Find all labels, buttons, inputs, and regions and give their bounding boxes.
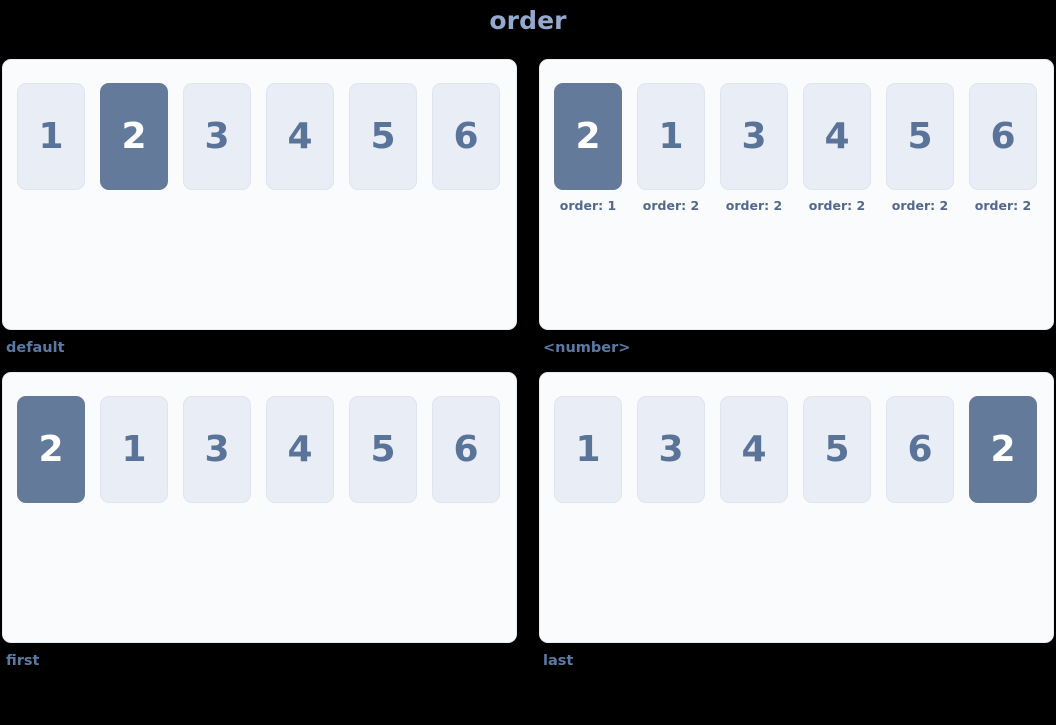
item-panel-default: 1 2 3 4 5 6 [2, 59, 517, 330]
item-wrapper: 5 [349, 396, 417, 503]
item-wrapper: 5 order: 2 [886, 83, 954, 213]
item-wrapper: 6 [432, 396, 500, 503]
item-wrapper: 3 [637, 396, 705, 503]
order-value-label: order: 1 [559, 198, 617, 213]
order-item[interactable]: 1 [100, 396, 168, 503]
order-item[interactable]: 3 [183, 396, 251, 503]
order-item[interactable]: 4 [266, 396, 334, 503]
order-item[interactable]: 5 [886, 83, 954, 190]
item-wrapper: 6 [886, 396, 954, 503]
order-value-label: order: 2 [725, 198, 783, 213]
order-item-active[interactable]: 2 [969, 396, 1037, 503]
order-item-active[interactable]: 2 [17, 396, 85, 503]
item-wrapper: 2 [100, 83, 168, 190]
item-wrapper: 6 [432, 83, 500, 190]
item-wrapper: 3 [183, 396, 251, 503]
item-panel-last: 1 3 4 5 6 2 [539, 372, 1054, 643]
item-wrapper: 3 [183, 83, 251, 190]
item-wrapper: 6 order: 2 [969, 83, 1037, 213]
demo-cell-default: 1 2 3 4 5 6 default [2, 59, 517, 372]
order-item[interactable]: 3 [183, 83, 251, 190]
order-value-label: order: 2 [808, 198, 866, 213]
order-item[interactable]: 1 [554, 396, 622, 503]
demo-cell-first: 2 1 3 4 5 6 first [2, 372, 517, 685]
demo-grid: 1 2 3 4 5 6 default 2 order: 1 [2, 59, 1054, 679]
item-wrapper: 4 [266, 83, 334, 190]
demo-cell-last: 1 3 4 5 6 2 last [539, 372, 1054, 685]
order-item[interactable]: 6 [886, 396, 954, 503]
order-item[interactable]: 4 [266, 83, 334, 190]
demo-cell-number: 2 order: 1 1 order: 2 3 order: 2 4 order… [539, 59, 1054, 372]
order-item[interactable]: 6 [969, 83, 1037, 190]
order-item[interactable]: 1 [17, 83, 85, 190]
order-item[interactable]: 5 [803, 396, 871, 503]
item-wrapper: 1 [100, 396, 168, 503]
order-item[interactable]: 4 [720, 396, 788, 503]
order-value-label: order: 2 [974, 198, 1032, 213]
order-item[interactable]: 3 [720, 83, 788, 190]
panel-caption-last: last [543, 653, 574, 669]
order-item-active[interactable]: 2 [554, 83, 622, 190]
item-wrapper: 3 order: 2 [720, 83, 788, 213]
order-item[interactable]: 6 [432, 83, 500, 190]
item-wrapper: 2 [17, 396, 85, 503]
order-value-label: order: 2 [891, 198, 949, 213]
item-wrapper: 4 [266, 396, 334, 503]
page-title: order [489, 6, 567, 35]
item-wrapper: 1 order: 2 [637, 83, 705, 213]
order-item[interactable]: 6 [432, 396, 500, 503]
item-wrapper: 2 order: 1 [554, 83, 622, 213]
item-wrapper: 4 order: 2 [803, 83, 871, 213]
order-item[interactable]: 5 [349, 83, 417, 190]
panel-caption-default: default [6, 340, 65, 356]
item-wrapper: 1 [554, 396, 622, 503]
order-item[interactable]: 3 [637, 396, 705, 503]
order-value-label: order: 2 [642, 198, 700, 213]
item-wrapper: 5 [349, 83, 417, 190]
item-wrapper: 2 [969, 396, 1037, 503]
item-wrapper: 4 [720, 396, 788, 503]
order-item[interactable]: 1 [637, 83, 705, 190]
panel-caption-number: <number> [543, 340, 631, 356]
order-item[interactable]: 4 [803, 83, 871, 190]
panel-caption-first: first [6, 653, 40, 669]
item-wrapper: 1 [17, 83, 85, 190]
order-item[interactable]: 5 [349, 396, 417, 503]
item-wrapper: 5 [803, 396, 871, 503]
order-item-active[interactable]: 2 [100, 83, 168, 190]
item-panel-number: 2 order: 1 1 order: 2 3 order: 2 4 order… [539, 59, 1054, 330]
item-panel-first: 2 1 3 4 5 6 [2, 372, 517, 643]
